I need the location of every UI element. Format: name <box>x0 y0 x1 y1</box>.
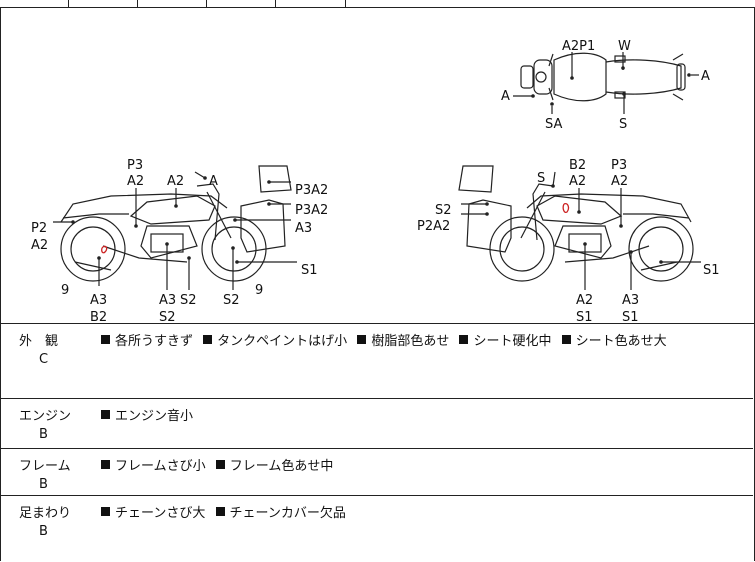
bullet-square-icon <box>357 335 367 344</box>
header-cell-divider <box>206 0 207 8</box>
label-top-a2p1: A2P1 <box>562 39 595 54</box>
label-left-s1: S1 <box>301 263 318 278</box>
bullet-square-icon <box>215 507 225 516</box>
label-left-a3-mid: A3 <box>159 293 176 308</box>
label-left-s2-under: S2 <box>159 310 176 323</box>
note-item: エンジン音小 <box>115 409 194 424</box>
damage-diagram: A2P1 W A A SA S P3 A2 A2 A P3A2 P3A2 A3 … <box>0 8 755 323</box>
bullet-square-icon <box>101 410 110 419</box>
label-right-s2: S2 <box>435 203 452 218</box>
table-row: フレーム B フレームさび小 フレーム色あせ中 <box>1 449 753 496</box>
label-left-a2-tank: A2 <box>167 174 184 189</box>
label-left-p2: P2 <box>31 221 47 236</box>
row-notes: チェーンさび大 チェーンカバー欠品 <box>101 502 352 521</box>
label-top-sa: SA <box>545 117 562 132</box>
motorcycle-diagram-svg: A2P1 W A A SA S P3 A2 A2 A P3A2 P3A2 A3 … <box>31 39 720 323</box>
note-item: 各所うすきず <box>115 334 194 349</box>
table-header-strip <box>0 0 755 8</box>
bullet-square-icon <box>459 335 469 344</box>
top-view-motorcycle <box>513 52 699 114</box>
note-item: タンクペイントはげ小 <box>217 334 348 349</box>
label-right-a2-top: A2 <box>569 174 586 189</box>
label-left-9-a: 9 <box>61 283 69 298</box>
label-right-b2: B2 <box>569 158 586 173</box>
label-top-s: S <box>619 117 627 132</box>
row-grade: C <box>39 352 49 367</box>
label-top-a-right: A <box>701 69 710 84</box>
row-name: エンジン <box>19 409 72 424</box>
right-side-motorcycle <box>458 165 701 290</box>
row-name: 外 観 <box>19 334 59 349</box>
table-row: エンジン B エンジン音小 <box>1 399 753 449</box>
label-right-s1-bottom: S1 <box>576 310 593 323</box>
row-name: 足まわり <box>19 506 72 521</box>
note-item: フレーム色あせ中 <box>229 459 334 474</box>
label-right-p2a2: P2A2 <box>417 219 450 234</box>
label-left-9-b: 9 <box>255 283 263 298</box>
label-top-a-left: A <box>501 89 510 104</box>
header-cell-divider <box>345 0 346 8</box>
row-grade: B <box>39 427 48 442</box>
bullet-square-icon <box>101 335 110 344</box>
table-row: 外 観 C 各所うすきず タンクペイントはげ小 樹脂部色あせ シート硬化中 シー… <box>1 324 753 399</box>
note-item: 樹脂部色あせ <box>371 334 450 349</box>
bullet-square-icon <box>215 460 225 469</box>
label-right-a3-bottom: A3 <box>622 293 639 308</box>
label-left-p3a2-b: P3A2 <box>295 203 328 218</box>
header-cell-divider <box>275 0 276 8</box>
note-item: シート色あせ大 <box>575 334 667 349</box>
damage-mark <box>101 202 570 254</box>
label-left-a2-rear: A2 <box>31 238 48 253</box>
row-grade: B <box>39 524 48 539</box>
label-left-s2-right: S2 <box>223 293 240 308</box>
bullet-square-icon <box>203 335 213 344</box>
note-item: フレームさび小 <box>115 459 206 474</box>
header-cell-divider <box>68 0 69 8</box>
label-left-a3-right: A3 <box>295 221 312 236</box>
label-left-s2-mid: S2 <box>180 293 197 308</box>
label-left-b2: B2 <box>90 310 107 323</box>
label-right-s1-b2: S1 <box>622 310 639 323</box>
bullet-square-icon <box>101 460 110 469</box>
row-notes: フレームさび小 フレーム色あせ中 <box>101 455 339 474</box>
bullet-square-icon <box>101 507 110 516</box>
label-right-a2-bottom: A2 <box>576 293 593 308</box>
label-right-p3: P3 <box>611 158 627 173</box>
bullet-square-icon <box>561 335 571 344</box>
note-item: チェーンカバー欠品 <box>229 506 346 521</box>
label-left-a-mirror: A <box>209 174 218 189</box>
table-row: 足まわり B チェーンさび大 チェーンカバー欠品 <box>1 496 753 562</box>
label-right-s-top: S <box>537 171 545 186</box>
label-left-a2-top: A2 <box>127 174 144 189</box>
label-left-p3: P3 <box>127 158 143 173</box>
label-left-p3a2-a: P3A2 <box>295 183 328 198</box>
label-top-w: W <box>618 39 631 54</box>
label-right-a2-p3: A2 <box>611 174 628 189</box>
row-notes: エンジン音小 <box>101 405 199 424</box>
condition-table: 外 観 C 各所うすきず タンクペイントはげ小 樹脂部色あせ シート硬化中 シー… <box>0 323 755 561</box>
note-item: チェーンさび大 <box>115 506 206 521</box>
left-side-motorcycle <box>53 165 297 290</box>
row-grade: B <box>39 477 48 492</box>
row-notes: 各所うすきず タンクペイントはげ小 樹脂部色あせ シート硬化中 シート色あせ大 <box>101 330 673 349</box>
label-left-a3-bottom: A3 <box>90 293 107 308</box>
note-item: シート硬化中 <box>473 334 552 349</box>
header-cell-divider <box>137 0 138 8</box>
row-name: フレーム <box>19 459 71 474</box>
label-right-s1-right: S1 <box>703 263 720 278</box>
